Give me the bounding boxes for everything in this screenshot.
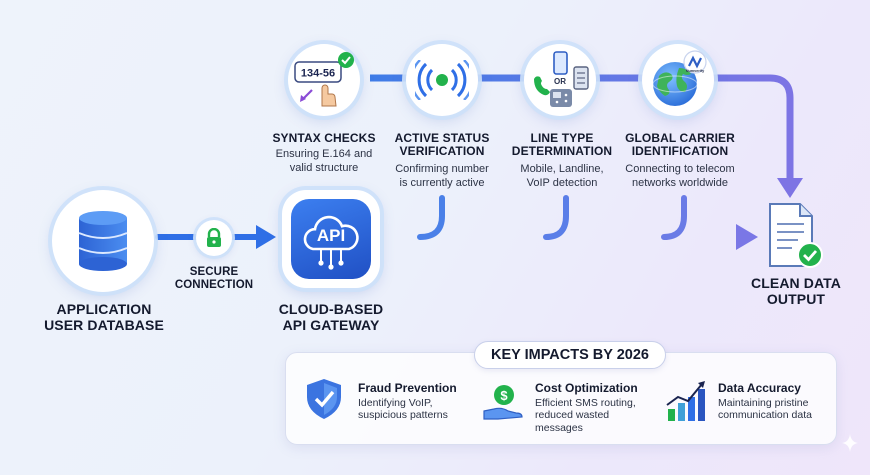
active-status-title: ACTIVE STATUS VERIFICATION (382, 131, 502, 159)
syntax-icon: 134-56 (294, 52, 354, 107)
branch-line-type (543, 195, 569, 240)
database-label: APPLICATION USER DATABASE (34, 301, 174, 333)
database-node (52, 190, 154, 292)
impact-cost-desc-line1: Efficient SMS routing, (535, 397, 636, 409)
lock-icon (207, 228, 221, 247)
syntax-desc: Ensuring E.164 and valid structure (262, 148, 386, 176)
secure-label-line1: SECURE (189, 266, 239, 278)
line-type-title: LINE TYPE DETERMINATION (500, 131, 624, 159)
output-label: CLEAN DATA OUTPUT (740, 275, 852, 307)
arrow-top-flow (370, 74, 794, 180)
carrier-desc-line1: Connecting to telecom (625, 163, 735, 175)
impact-cost-desc: Efficient SMS routing, reduced wasted me… (535, 397, 665, 434)
impact-cost-desc-line3: messages (535, 421, 583, 434)
secure-node (196, 220, 232, 256)
key-impacts-heading: KEY IMPACTS BY 2026 (474, 341, 666, 369)
carrier-title: GLOBAL CARRIER IDENTIFICATION (618, 131, 742, 159)
carrier-desc-line2: networks worldwide (632, 176, 728, 189)
gateway-label: CLOUD-BASED API GATEWAY (262, 301, 400, 333)
line-type-desc-line1: Mobile, Landline, (520, 163, 604, 175)
gateway-label-line2: API GATEWAY (282, 316, 380, 333)
sparkle-icon (842, 434, 858, 452)
secure-label: SECURE CONNECTION (166, 266, 262, 292)
impact-accuracy: Data Accuracy Maintaining pristine commu… (718, 381, 836, 422)
phones-icon: OR (534, 51, 589, 107)
signal-icon (415, 60, 469, 100)
impact-fraud-title: Fraud Prevention (358, 381, 457, 395)
active-status-desc: Confirming number is currently active (380, 163, 504, 191)
cloud-icon (303, 215, 359, 270)
syntax-title: SYNTAX CHECKS (264, 131, 384, 145)
branch-active-status (417, 195, 445, 240)
syntax-desc-line1: Ensuring E.164 and (275, 148, 373, 160)
carrier-node: Numverify (642, 44, 714, 116)
impact-accuracy-desc: Maintaining pristine communication data (718, 397, 836, 422)
database-icon (78, 211, 128, 271)
database-label-line2: USER DATABASE (44, 316, 164, 333)
impact-cost-desc-line2: reduced wasted (535, 409, 610, 422)
database-label-line1: APPLICATION (56, 301, 152, 317)
api-gateway-node: API (282, 190, 380, 288)
syntax-check-node: 134-56 (288, 44, 360, 116)
line-type-desc: Mobile, Landline, VoIP detection (500, 163, 624, 191)
active-status-node (406, 44, 478, 116)
output-label-line2: OUTPUT (766, 290, 826, 307)
syntax-title-line1: SYNTAX CHECKS (272, 131, 376, 145)
svg-text:134-56: 134-56 (301, 68, 335, 80)
globe-icon: Numverify (652, 50, 707, 106)
svg-text:OR: OR (554, 77, 566, 86)
gateway-label-line1: CLOUD-BASED (278, 301, 384, 317)
impact-cost-title: Cost Optimization (535, 381, 638, 395)
bar-chart-icon (666, 381, 705, 421)
dollar-hand-icon: $ (483, 385, 523, 420)
impact-fraud-desc-line1: Identifying VoIP, (358, 397, 433, 409)
line-type-node: OR (524, 44, 596, 116)
api-tile: API (291, 199, 371, 279)
syntax-desc-line2: valid structure (289, 161, 359, 174)
carrier-title-line2: IDENTIFICATION (631, 144, 729, 159)
impact-fraud: Fraud Prevention Identifying VoIP, suspi… (358, 381, 476, 422)
impact-accuracy-desc-line1: Maintaining pristine (718, 397, 809, 409)
arrowhead-gateway (256, 225, 276, 249)
active-status-title-line2: VERIFICATION (399, 144, 485, 159)
output-label-line1: CLEAN DATA (751, 275, 841, 291)
line-type-title-line2: DETERMINATION (511, 144, 613, 159)
carrier-desc: Connecting to telecom networks worldwide (614, 163, 746, 191)
impact-accuracy-title: Data Accuracy (718, 381, 801, 395)
active-status-desc-line2: is currently active (399, 176, 485, 189)
impact-fraud-desc-line2: suspicious patterns (358, 409, 448, 422)
line-type-desc-line2: VoIP detection (526, 176, 598, 189)
line-type-title-line1: LINE TYPE (530, 131, 594, 145)
active-status-title-line1: ACTIVE STATUS (394, 131, 490, 145)
shield-check-icon (307, 379, 341, 419)
impact-accuracy-desc-line2: communication data (718, 409, 812, 422)
secure-label-line2: CONNECTION (174, 278, 254, 291)
svg-text:$: $ (500, 388, 508, 403)
impact-cost: Cost Optimization Efficient SMS routing,… (535, 381, 665, 434)
active-status-desc-line1: Confirming number (395, 163, 489, 175)
arrowhead-main (736, 224, 758, 250)
api-icon-text: API (316, 226, 346, 245)
svg-text:Numverify: Numverify (686, 69, 705, 73)
branch-carrier (661, 195, 687, 240)
arrowhead-output (777, 178, 803, 198)
document-check-icon (769, 203, 823, 268)
impact-fraud-desc: Identifying VoIP, suspicious patterns (358, 397, 476, 422)
carrier-title-line1: GLOBAL CARRIER (625, 131, 735, 145)
